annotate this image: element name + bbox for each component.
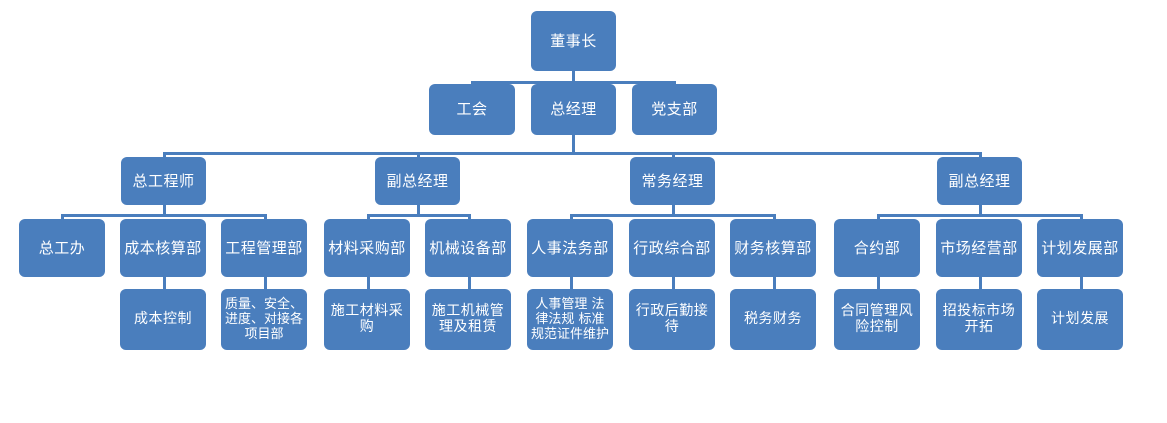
node-quality-safety-progress-label: 质量、安全、进度、对接各项目部 (224, 296, 303, 343)
node-construction-machinery-mgmt[interactable]: 施工机械管理及租赁 (425, 289, 511, 350)
connector-row3-bus (163, 152, 981, 155)
node-contract-dept-label: 合约部 (853, 238, 901, 257)
node-finance-accounting-dept-label: 财务核算部 (734, 238, 812, 257)
node-plan-development-dept-label: 计划发展部 (1041, 238, 1119, 257)
connector-exec-down (672, 205, 675, 217)
node-plan-development-dept[interactable]: 计划发展部 (1037, 219, 1123, 277)
node-deputy-gm-right[interactable]: 副总经理 (937, 157, 1022, 205)
node-plan-development-label: 计划发展 (1051, 310, 1109, 327)
node-cost-accounting-dept[interactable]: 成本核算部 (120, 219, 206, 277)
node-hr-law-standards-label: 人事管理 法律法规 标准规范证件维护 (530, 296, 609, 343)
node-market-operation-dept[interactable]: 市场经营部 (936, 219, 1022, 277)
node-union-label: 工会 (456, 100, 488, 119)
connector-cost-accounting-down (163, 277, 166, 289)
connector-contract-down (877, 277, 880, 289)
node-deputy-gm-left[interactable]: 副总经理 (375, 157, 460, 205)
node-hr-law-standards[interactable]: 人事管理 法律法规 标准规范证件维护 (527, 289, 613, 350)
connector-admin-down (672, 277, 675, 289)
connector-dgl-bus (367, 214, 470, 217)
node-contract-mgmt-risk-control[interactable]: 合同管理风险控制 (834, 289, 920, 350)
node-admin-general-dept[interactable]: 行政综合部 (629, 219, 715, 277)
connector-chief-engineer-down (163, 205, 166, 217)
node-cost-control[interactable]: 成本控制 (120, 289, 206, 350)
node-hr-legal-dept-label: 人事法务部 (531, 238, 609, 257)
node-general-manager[interactable]: 总经理 (531, 84, 616, 135)
node-general-manager-label: 总经理 (550, 100, 597, 119)
node-admin-general-dept-label: 行政综合部 (633, 238, 711, 257)
connector-deputy-right-down (979, 205, 982, 217)
connector-finance-down (773, 277, 776, 289)
node-deputy-gm-right-label: 副总经理 (948, 171, 1011, 190)
connector-deputy-right-up (979, 152, 982, 158)
connector-exec-manager-up (672, 152, 675, 158)
connector-exec-child3-up (773, 214, 776, 220)
node-contract-dept[interactable]: 合约部 (834, 219, 920, 277)
node-construction-material-purchase[interactable]: 施工材料采购 (324, 289, 410, 350)
node-chief-engineer-office[interactable]: 总工办 (19, 219, 105, 277)
node-tax-finance[interactable]: 税务财务 (730, 289, 816, 350)
node-cost-accounting-dept-label: 成本核算部 (124, 238, 202, 257)
connector-market-down (979, 277, 982, 289)
node-material-purchase-dept-label: 材料采购部 (328, 238, 406, 257)
node-party-branch[interactable]: 党支部 (632, 84, 717, 135)
node-engineering-mgmt-dept-label: 工程管理部 (225, 238, 303, 257)
node-machinery-equipment-dept-label: 机械设备部 (429, 238, 507, 257)
connector-exec-bus (570, 214, 775, 217)
connector-deputy-left-down (417, 205, 420, 217)
connector-machinery-down (468, 277, 471, 289)
node-union[interactable]: 工会 (429, 84, 515, 135)
node-material-purchase-dept[interactable]: 材料采购部 (324, 219, 410, 277)
connector-deputy-left-up (417, 152, 420, 158)
node-contract-mgmt-risk-control-label: 合同管理风险控制 (840, 302, 914, 335)
node-cost-control-label: 成本控制 (134, 310, 192, 327)
connector-hr-down (570, 277, 573, 289)
node-quality-safety-progress[interactable]: 质量、安全、进度、对接各项目部 (221, 289, 307, 350)
connector-dgr-child1-up (877, 214, 880, 220)
node-chairman[interactable]: 董事长 (531, 11, 616, 71)
node-chief-engineer[interactable]: 总工程师 (121, 157, 206, 205)
connector-chairman-down (572, 71, 575, 84)
node-finance-accounting-dept[interactable]: 财务核算部 (730, 219, 816, 277)
node-chief-engineer-office-label: 总工办 (38, 238, 86, 257)
connector-ce-bus (61, 214, 266, 217)
node-deputy-gm-left-label: 副总经理 (386, 171, 449, 190)
node-chief-engineer-label: 总工程师 (132, 171, 195, 190)
connector-row2-bus (472, 81, 675, 84)
node-plan-development[interactable]: 计划发展 (1037, 289, 1123, 350)
node-chairman-label: 董事长 (550, 31, 597, 50)
node-machinery-equipment-dept[interactable]: 机械设备部 (425, 219, 511, 277)
node-construction-material-purchase-label: 施工材料采购 (330, 302, 404, 335)
node-bidding-market-expansion[interactable]: 招投标市场开拓 (936, 289, 1022, 350)
connector-material-down (367, 277, 370, 289)
connector-dgl-child2-up (468, 214, 471, 220)
node-admin-logistics-reception-label: 行政后勤接待 (635, 302, 709, 335)
connector-dgl-child1-up (367, 214, 370, 220)
node-admin-logistics-reception[interactable]: 行政后勤接待 (629, 289, 715, 350)
connector-dgr-child3-up (1080, 214, 1083, 220)
connector-plan-down (1080, 277, 1083, 289)
connector-ce-child1-up (61, 214, 64, 220)
node-market-operation-dept-label: 市场经营部 (940, 238, 1018, 257)
connector-party-up (673, 81, 676, 85)
node-executive-manager[interactable]: 常务经理 (630, 157, 715, 205)
node-construction-machinery-mgmt-label: 施工机械管理及租赁 (431, 302, 505, 335)
connector-ce-child3-up (264, 214, 267, 220)
connector-chief-engineer-up (163, 152, 166, 158)
node-tax-finance-label: 税务财务 (744, 310, 802, 327)
connector-engineering-down (264, 277, 267, 289)
connector-exec-child1-up (570, 214, 573, 220)
node-executive-manager-label: 常务经理 (641, 171, 704, 190)
node-engineering-mgmt-dept[interactable]: 工程管理部 (221, 219, 307, 277)
connector-dgr-bus (877, 214, 1082, 217)
node-party-branch-label: 党支部 (651, 100, 698, 119)
connector-union-up (471, 81, 474, 85)
node-bidding-market-expansion-label: 招投标市场开拓 (942, 302, 1016, 335)
node-hr-legal-dept[interactable]: 人事法务部 (527, 219, 613, 277)
connector-gm-down (572, 135, 575, 154)
